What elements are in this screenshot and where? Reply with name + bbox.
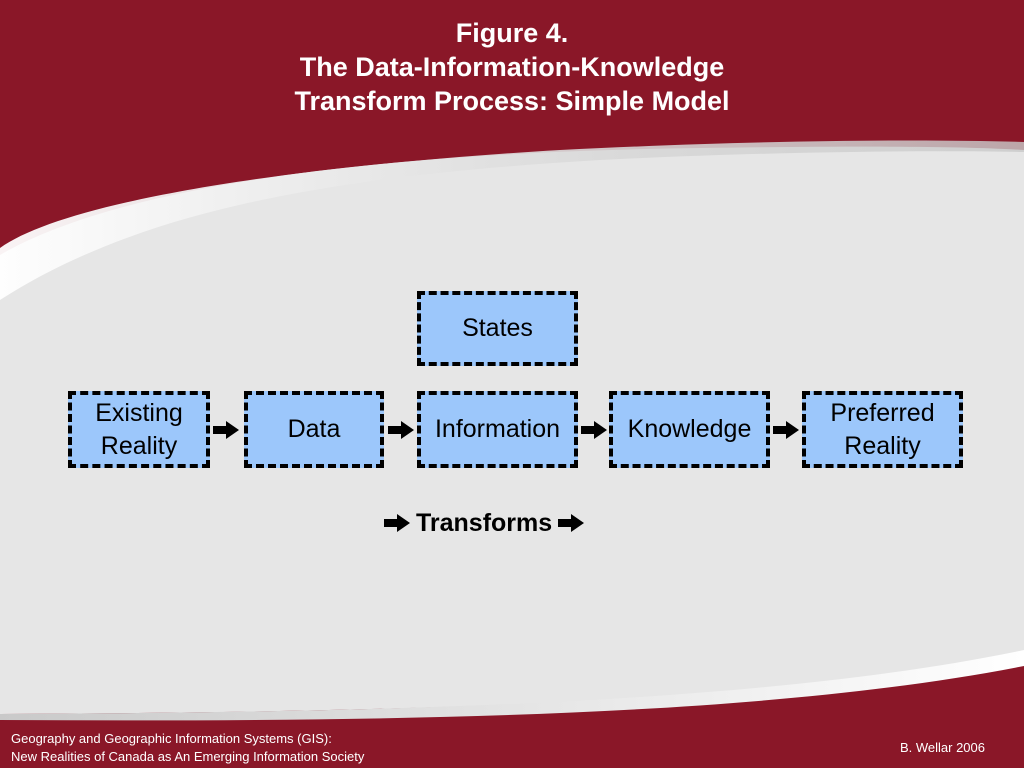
- node-label: Information: [434, 415, 561, 443]
- node-existing-reality: Existing Reality: [68, 391, 210, 468]
- node-preferred-reality: Preferred Reality: [802, 391, 963, 468]
- title-line-3: Transform Process: Simple Model: [294, 86, 730, 116]
- states-box: States: [417, 291, 578, 366]
- title-line-2: The Data-Information-Knowledge: [299, 52, 725, 82]
- slide-title: Figure 4. The Data-Information-Knowledge…: [0, 16, 1024, 118]
- node-information: Information: [417, 391, 578, 468]
- right-arrow-icon: [773, 421, 799, 439]
- node-label: Existing Reality: [95, 398, 183, 460]
- states-label: States: [462, 314, 533, 342]
- footer-author: B. Wellar 2006: [899, 740, 985, 755]
- transforms-label: Transforms: [416, 508, 553, 537]
- node-label: Knowledge: [627, 415, 752, 443]
- node-data: Data: [244, 391, 384, 468]
- node-label: Preferred Reality: [830, 398, 935, 460]
- node-label: Data: [287, 415, 341, 443]
- right-arrow-icon: [388, 421, 414, 439]
- footer-line-2: New Realities of Canada as An Emerging I…: [11, 749, 365, 764]
- transforms-legend: Transforms: [384, 506, 585, 540]
- footer-citation: Geography and Geographic Information Sys…: [11, 730, 364, 766]
- right-arrow-icon: [581, 421, 607, 439]
- title-line-1: Figure 4.: [455, 18, 569, 48]
- right-arrow-icon: [384, 514, 410, 532]
- right-arrow-icon: [213, 421, 239, 439]
- footer-line-1: Geography and Geographic Information Sys…: [11, 731, 332, 746]
- right-arrow-icon: [558, 514, 585, 532]
- node-knowledge: Knowledge: [609, 391, 770, 468]
